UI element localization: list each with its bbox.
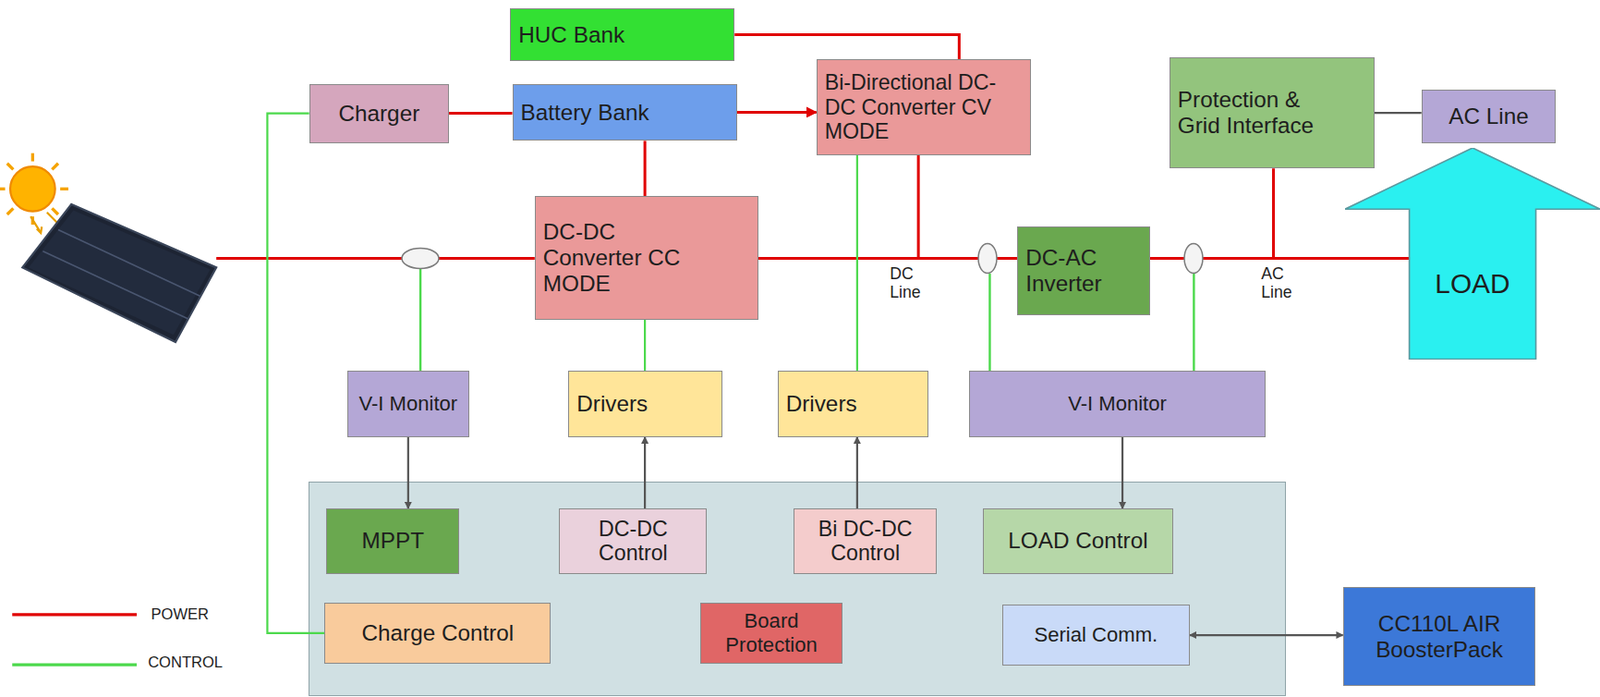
- solar-panel: [22, 204, 217, 342]
- power-line: [737, 110, 817, 114]
- converter-box: DC-DC Converter CC MODE: [534, 195, 759, 320]
- storage-box: Battery Bank: [512, 84, 738, 142]
- radio-module: CC110L AIR BoosterPack: [1343, 586, 1537, 686]
- signal-arrow: [856, 436, 859, 509]
- control-line: [856, 155, 859, 371]
- node-label: V-I Monitor: [1067, 391, 1167, 415]
- node-label: Bi DC-DC Control: [801, 516, 929, 566]
- control-block: LOAD Control: [982, 508, 1175, 574]
- control-block: DC-DC Control: [558, 508, 707, 574]
- node-label: Bi-Directional DC-DC Converter CV MODE: [824, 70, 1023, 145]
- power-line: [734, 35, 959, 61]
- signal-arrow: [407, 436, 410, 509]
- power-line: [1273, 168, 1410, 258]
- line-label: DC Line: [889, 264, 943, 303]
- power-line: [918, 155, 1018, 259]
- node-label: DC-AC Inverter: [1025, 244, 1139, 297]
- charger-box: Charger: [309, 84, 449, 144]
- node-label: LOAD Control: [1007, 527, 1148, 554]
- power-line: [448, 111, 512, 115]
- converter-box: Bi-Directional DC-DC Converter CV MODE: [816, 59, 1031, 156]
- node-label: Battery Bank: [521, 99, 650, 126]
- node-label: CC110L AIR BoosterPack: [1351, 610, 1528, 663]
- control-block: Charge Control: [324, 602, 551, 664]
- current-sensor: [1184, 243, 1203, 274]
- node-label: DC-DC Converter CC MODE: [543, 218, 687, 297]
- power-wire: [216, 256, 535, 260]
- control-line: [266, 113, 325, 633]
- node-label: Board Protection: [708, 608, 836, 656]
- signal-arrow: [1189, 633, 1344, 636]
- node-label: Charge Control: [361, 619, 514, 646]
- arrow-outline: [1345, 147, 1600, 360]
- node-label: Protection & Grid Interface: [1177, 86, 1332, 139]
- interface-box: Protection & Grid Interface: [1169, 57, 1375, 169]
- load-arrow-shape: [1345, 147, 1600, 360]
- legend-label: POWER: [150, 605, 209, 623]
- control-line: [643, 319, 646, 371]
- node-label: Drivers: [576, 390, 648, 417]
- node-label: HUC Bank: [518, 22, 625, 49]
- control-block: Bi DC-DC Control: [793, 508, 937, 574]
- legend-label: CONTROL: [147, 653, 223, 671]
- monitor-box: V-I Monitor: [969, 370, 1265, 437]
- signal-arrow: [1374, 111, 1422, 114]
- legend-control-line: [12, 662, 137, 666]
- load-arrow: LOAD: [1345, 147, 1600, 360]
- node-label: Drivers: [786, 390, 858, 417]
- grid-box: AC Line: [1421, 89, 1557, 143]
- control-block: Board Protection: [700, 602, 844, 664]
- node-label: LOAD: [1434, 267, 1510, 300]
- signal-arrow: [1121, 436, 1124, 509]
- driver-box: Drivers: [777, 370, 929, 437]
- node-label: Charger: [338, 100, 420, 127]
- storage-box: HUC Bank: [509, 8, 735, 61]
- node-label: V-I Monitor: [358, 391, 458, 415]
- current-sensor: [978, 243, 997, 274]
- control-block: MPPT: [326, 508, 460, 574]
- inverter-box: DC-AC Inverter: [1017, 226, 1151, 316]
- node-label: AC Line: [1448, 103, 1528, 130]
- legend-power-line: [12, 612, 137, 616]
- current-sensor: [401, 248, 439, 269]
- signal-arrow: [643, 436, 646, 509]
- node-label: DC-DC Control: [567, 516, 699, 566]
- power-line: [643, 140, 647, 196]
- monitor-box: V-I Monitor: [347, 370, 471, 437]
- control-block: Serial Comm.: [1002, 604, 1190, 666]
- node-label: MPPT: [362, 527, 425, 554]
- line-label: AC Line: [1260, 264, 1314, 303]
- driver-box: Drivers: [568, 370, 723, 437]
- node-label: Serial Comm.: [1033, 622, 1158, 646]
